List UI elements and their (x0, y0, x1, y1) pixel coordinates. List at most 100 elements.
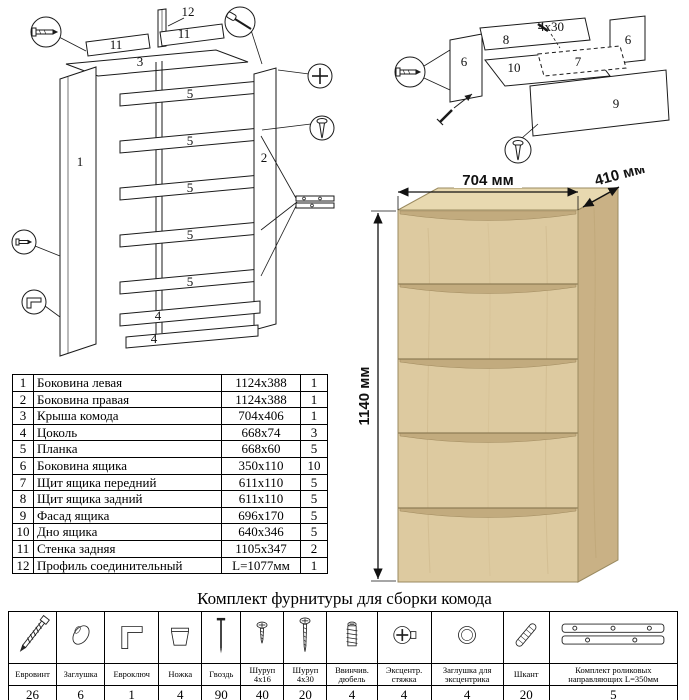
part-number-label: 10 (508, 60, 521, 75)
parts-table-cell: 9 (12, 506, 34, 525)
dresser-body (397, 187, 619, 583)
hardware-qty: 90 (201, 685, 242, 700)
screw-large-icon (283, 611, 328, 664)
parts-table-cell: 1 (300, 390, 328, 409)
part-number-label: 12 (182, 4, 195, 19)
part-number-label: 5 (187, 86, 194, 101)
hardware-qty: 20 (502, 685, 550, 700)
part-number-label: 5 (187, 227, 194, 242)
parts-table-cell: 2 (12, 390, 34, 409)
parts-table-cell: 1124x388 (221, 390, 301, 409)
part-number-label: 11 (178, 26, 191, 41)
screw-4x30-icon (537, 22, 549, 33)
part-number-label: 4 (151, 331, 158, 346)
hardware-qty: 20 (283, 685, 328, 700)
hardware-qty: 1 (104, 685, 160, 700)
euro-screw-icon (7, 611, 58, 664)
parts-table-cell: 5 (300, 523, 328, 541)
parts-table-cell: 611x110 (221, 490, 301, 508)
parts-table-cell: 5 (300, 440, 328, 458)
parts-table-cell: 350x110 (221, 456, 301, 475)
parts-table-cell: 611x110 (221, 473, 301, 492)
part-number-label: 5 (187, 180, 194, 195)
hardware-name: Ввинчив. дюбель (326, 663, 378, 686)
hardware-name: Гвоздь (201, 663, 242, 686)
hardware-name: Шкант (502, 663, 550, 686)
parts-table-cell: Боковина ящика (33, 456, 222, 475)
parts-table-cell: Щит ящика задний (33, 490, 222, 508)
drawer-handle-scoops (399, 210, 577, 518)
parts-table-cell: Цоколь (33, 423, 222, 442)
width-dimension: 704 мм (462, 172, 513, 189)
parts-table-cell: 10 (300, 456, 328, 475)
parts-table-cell: Щит ящика передний (33, 473, 222, 492)
parts-table-cell: Боковина правая (33, 390, 222, 409)
parts-table-cell: 1 (300, 374, 328, 392)
part-number-label: 5 (187, 274, 194, 289)
parts-table-cell: 5 (300, 506, 328, 525)
drawer-gaps (398, 283, 578, 509)
parts-table-cell: 704x406 (221, 407, 301, 425)
threaded-dowel-icon (326, 611, 378, 664)
hardware-name: Эксцентр. стяжка (376, 663, 432, 686)
wood-dowel-icon (502, 611, 550, 664)
parts-table-cell: Боковина левая (33, 374, 222, 392)
parts-table-cell: 2 (300, 539, 328, 558)
cam-cap-icon (430, 611, 504, 664)
parts-table-cell: 1124x388 (221, 374, 301, 392)
parts-table-cell: Крыша комода (33, 407, 222, 425)
parts-table-cell: 3 (300, 423, 328, 442)
part-number-label: 4 (155, 308, 162, 323)
cam-lock-icon (376, 611, 432, 664)
parts-table-cell: 8 (12, 490, 34, 508)
hardware-name: Заглушка для эксцентрика (430, 663, 504, 686)
part-number-label: 6 (625, 32, 632, 47)
parts-table-cell: 12 (12, 556, 34, 575)
hardware-qty: 4 (326, 685, 378, 700)
parts-table-cell: 668x60 (221, 440, 301, 458)
part-number-label: 8 (503, 32, 510, 47)
hardware-qty: 26 (7, 685, 58, 700)
dresser-render: 704 мм 410 мм 1140 мм (358, 168, 647, 583)
parts-table-cell: 5 (300, 473, 328, 492)
part-number-label: 7 (575, 54, 582, 69)
drawer-panels (449, 15, 670, 137)
cabinet-leader-lines (34, 17, 312, 318)
parts-table-cell: Стенка задняя (33, 539, 222, 558)
hardware-name: Евровинт (7, 663, 58, 686)
cap-icon (56, 611, 106, 664)
part-number-label: 11 (110, 37, 123, 52)
hardware-qty: 4 (430, 685, 504, 700)
dresser-side-face (577, 187, 619, 583)
parts-table-cell: 4 (12, 423, 34, 442)
parts-table-cell: 6 (12, 456, 34, 475)
hardware-qty: 4 (158, 685, 203, 700)
parts-table-cell: 1105x347 (221, 539, 301, 558)
hardware-qty: 4 (376, 685, 432, 700)
part-number-label: 9 (613, 96, 620, 111)
parts-table-cell: Профиль соединительный (33, 556, 222, 575)
parts-table-cell: L=1077мм (221, 556, 301, 575)
drawer-slide-icon (548, 611, 679, 664)
part-number-label: 2 (261, 150, 268, 165)
fastener-callouts (11, 6, 335, 315)
part-number-label: 6 (461, 54, 468, 69)
